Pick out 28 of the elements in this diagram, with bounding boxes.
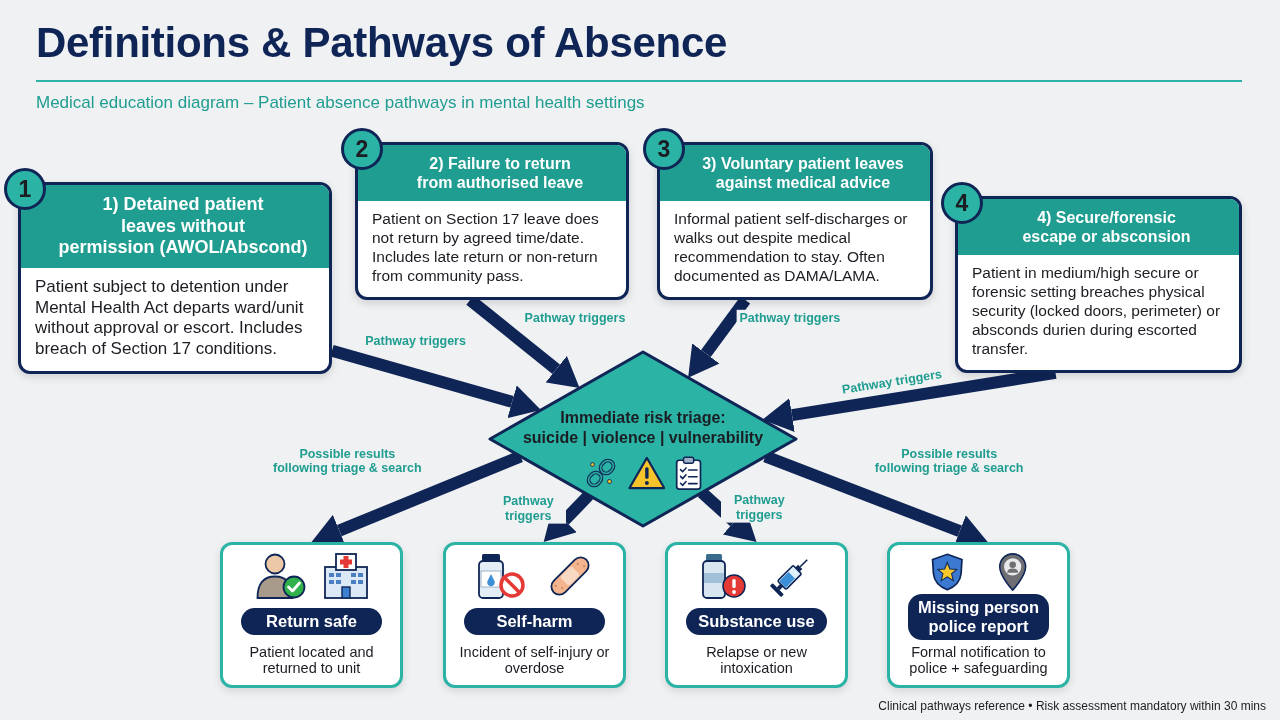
outcome-card — [220, 542, 403, 688]
outcome-title: Self-harm — [463, 607, 606, 635]
number-badge: 1 — [4, 168, 46, 210]
number-badge: 3 — [643, 128, 685, 170]
outcome-card — [443, 542, 626, 688]
outcome-description: Formal notification to police + safeguarding — [908, 643, 1049, 677]
outcome-title: Substance use — [685, 607, 828, 635]
number-badge: 2 — [341, 128, 383, 170]
footer-note: Clinical pathways reference • Risk assessment mandatory within 30 mins — [878, 699, 1266, 713]
triage-heading: Immediate risk triage: — [560, 408, 726, 428]
card-description: Patient on Section 17 leave does not return by agreed time/date. Includes late return or non-return from community pass. — [371, 209, 600, 287]
outcome-description: Patient located and returned to unit — [248, 643, 375, 677]
card-description: Informal patient self-discharges or walks out despite medical recommendation to stay. Often documented as DAMA/LAMA. — [673, 209, 909, 287]
flow-arrow — [697, 488, 757, 542]
page-subtitle: Medical education diagram – Patient absence pathways in mental health settings — [36, 93, 645, 113]
card-description: Patient subject to detention under Mental Health Act departs ward/unit without approval or escort. Includes breach of Section 17 conditions. — [34, 275, 305, 360]
triage-criteria: suicide | violence | vulnerability — [522, 428, 764, 448]
outcome-description: Incident of self-injury or overdose — [458, 643, 611, 677]
outcome-card — [665, 542, 848, 688]
outcome-title: Missing person police report — [907, 594, 1050, 641]
outcome-title: Return safe — [240, 607, 383, 635]
card-description: Patient in medium/high secure or forensic setting breaches physical security (locked doors, perimeter) or absconds durien during escorted transfer. — [971, 263, 1222, 359]
outcome-card — [887, 542, 1070, 688]
flow-arrow — [543, 491, 594, 542]
flow-arrow — [330, 344, 541, 419]
page-title: Definitions & Pathways of Absence — [36, 20, 728, 67]
outcome-description: Relapse or new intoxication — [705, 643, 808, 677]
number-badge: 4 — [941, 182, 983, 224]
